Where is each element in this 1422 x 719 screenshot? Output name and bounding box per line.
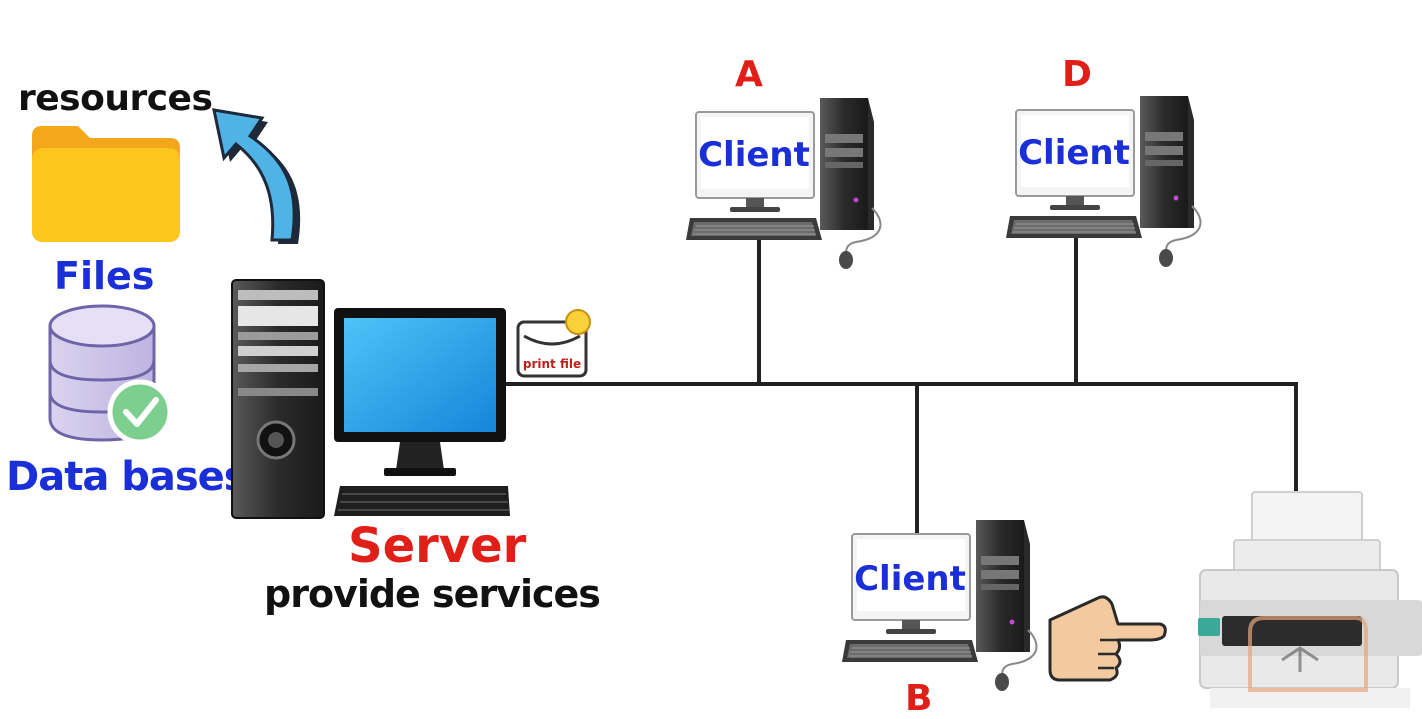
files-label: Files bbox=[54, 254, 155, 298]
server-subtitle: provide services bbox=[264, 572, 601, 616]
curved-arrow-icon bbox=[212, 108, 301, 244]
databases-label: Data bases bbox=[6, 454, 248, 500]
server-tower-icon bbox=[231, 279, 325, 519]
client-a-id: A bbox=[735, 54, 763, 95]
client-b-label: Client bbox=[854, 559, 966, 599]
monitor-icon bbox=[334, 308, 506, 476]
network-line bbox=[506, 238, 1298, 540]
printer-icon bbox=[1198, 491, 1422, 708]
client-computer-a: Client bbox=[685, 97, 882, 270]
resources-label: resources bbox=[18, 78, 213, 119]
client-computer-b: Client bbox=[841, 519, 1038, 692]
print-file-label: print file bbox=[523, 357, 581, 371]
client-computer-d: Client bbox=[1005, 95, 1202, 268]
server-title: Server bbox=[348, 518, 527, 574]
client-b-id: B bbox=[905, 678, 933, 719]
check-icon bbox=[107, 379, 173, 445]
client-a-label: Client bbox=[698, 135, 810, 175]
keyboard-icon bbox=[334, 486, 510, 516]
client-d-id: D bbox=[1062, 54, 1092, 95]
pointing-hand-icon bbox=[1048, 595, 1167, 682]
print-file-icon: print file bbox=[516, 309, 591, 378]
client-d-label: Client bbox=[1018, 133, 1130, 173]
folder-icon bbox=[32, 126, 180, 242]
